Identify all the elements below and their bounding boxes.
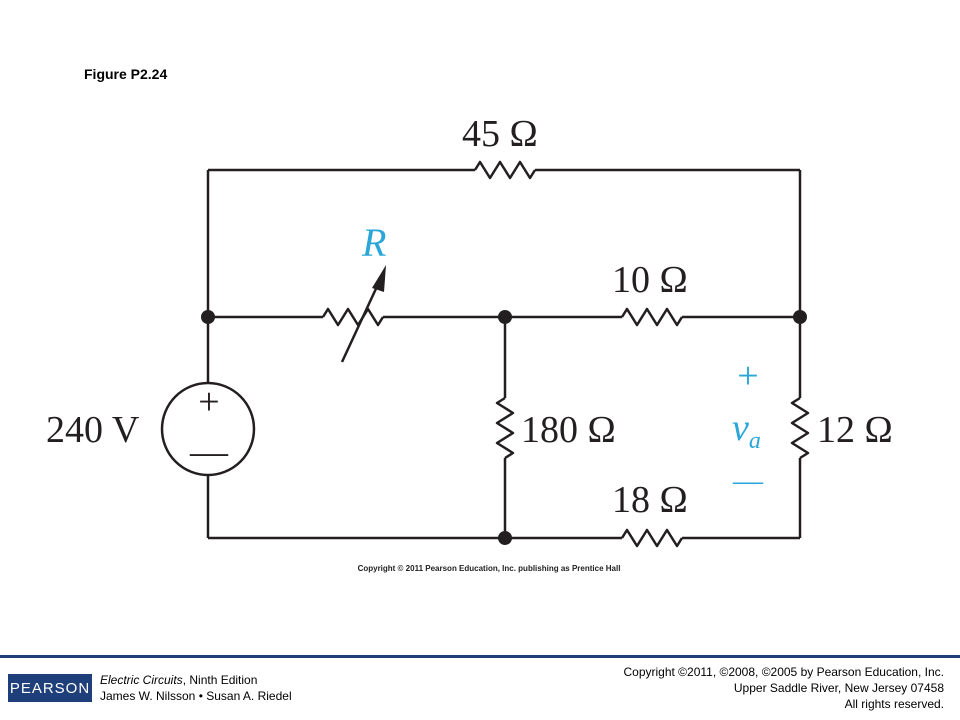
book-title: Electric Circuits xyxy=(100,673,183,687)
resistor-12-ohm xyxy=(790,396,810,460)
node-left xyxy=(201,310,215,324)
label-r-variable: R xyxy=(361,220,386,265)
copyright-line-3: All rights reserved. xyxy=(844,697,944,711)
resistor-18-ohm xyxy=(620,528,684,548)
book-title-line: Electric Circuits, Ninth Edition xyxy=(100,672,292,688)
pearson-logo: PEARSON xyxy=(8,674,92,702)
node-center xyxy=(498,310,512,324)
source-plus-sign: + xyxy=(198,381,219,423)
book-authors: James W. Nilsson • Susan A. Riedel xyxy=(100,689,292,703)
va-label: va xyxy=(732,407,761,454)
inner-copyright-text: Copyright © 2011 Pearson Education, Inc.… xyxy=(357,564,621,573)
label-12-ohm: 12 Ω xyxy=(817,409,893,451)
footer-copyright: Copyright ©2011, ©2008, ©2005 by Pearson… xyxy=(623,664,944,712)
book-info: Electric Circuits, Ninth Edition James W… xyxy=(100,672,292,704)
va-minus-sign: — xyxy=(732,464,764,497)
variable-arrow-line xyxy=(340,279,382,363)
book-edition: , Ninth Edition xyxy=(182,673,258,687)
label-10-ohm: 10 Ω xyxy=(612,259,688,301)
label-18-ohm: 18 Ω xyxy=(612,479,688,521)
source-minus-sign: — xyxy=(189,431,229,473)
va-symbol: v xyxy=(732,407,749,449)
voltage-source xyxy=(160,381,256,477)
inner-copyright: Copyright © 2011 Pearson Education, Inc.… xyxy=(0,564,960,573)
resistor-45-ohm xyxy=(473,160,537,180)
node-bottom-center xyxy=(498,531,512,545)
resistor-variable-r xyxy=(321,307,385,327)
va-plus-sign: + xyxy=(737,355,758,397)
label-180-ohm: 180 Ω xyxy=(521,409,616,451)
label-240v: 240 V xyxy=(46,409,140,451)
copyright-line-2: Upper Saddle River, New Jersey 07458 xyxy=(733,681,944,695)
va-subscript: a xyxy=(749,428,761,454)
variable-arrow-head xyxy=(372,265,386,292)
copyright-line-1: Copyright ©2011, ©2008, ©2005 by Pearson… xyxy=(623,665,944,679)
figure-title: Figure P2.24 xyxy=(84,66,168,82)
resistor-180-ohm xyxy=(495,396,515,460)
label-45-ohm: 45 Ω xyxy=(462,113,538,155)
node-right xyxy=(793,310,807,324)
resistor-10-ohm xyxy=(620,307,684,327)
footer-divider xyxy=(0,655,960,658)
